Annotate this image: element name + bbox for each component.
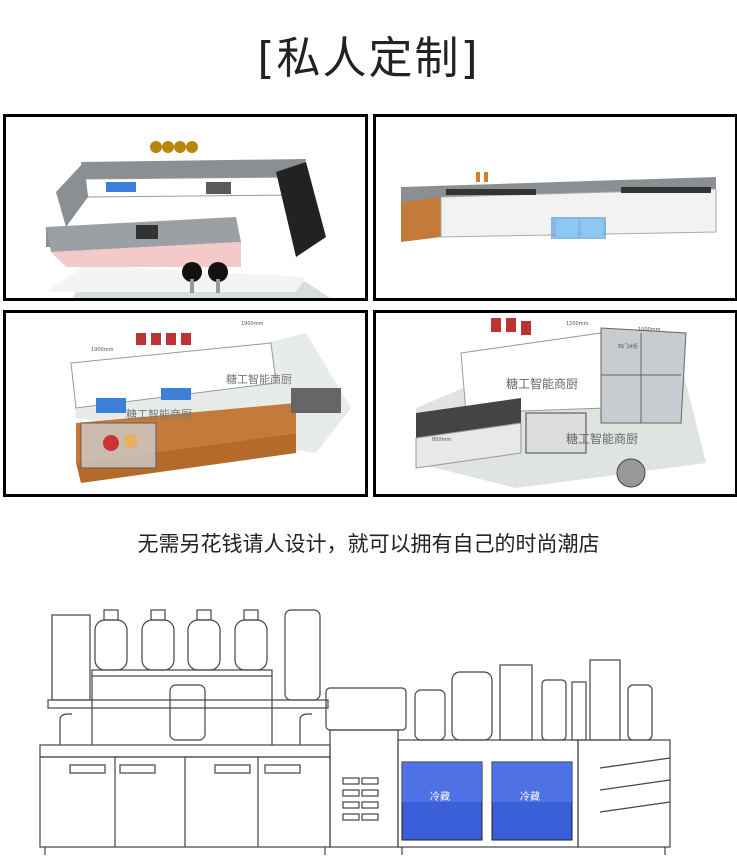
- fridge-label: 冷藏: [520, 790, 540, 803]
- design-panel-3: 糖工智能商厨 糖工智能商厨 1900mm 1900mm: [3, 310, 368, 497]
- watermark-text: 糖工智能商厨: [126, 407, 192, 421]
- wood-counter-render: 糖工智能商厨 糖工智能商厨 1900mm 1900mm: [70, 321, 351, 483]
- counter-line-drawing: 冷藏 冷藏: [39, 609, 671, 855]
- dimension-label: 1200mm: [566, 321, 589, 327]
- design-panel-2: [373, 114, 737, 301]
- dimension-label: 1000mm: [638, 327, 661, 333]
- fridge-counter-render: 糖工智能商厨 糖工智能商厨 1200mm 1000mm 四门冰柜 800mm: [415, 318, 706, 488]
- subtitle: 无需另花钱请人设计，就可以拥有自己的时尚潮店: [137, 532, 600, 556]
- l-shape-shop-render: [46, 141, 330, 298]
- straight-counter-render: [401, 172, 717, 242]
- watermark-text: 糖工智能商厨: [506, 376, 578, 391]
- design-panel-1: [3, 114, 368, 301]
- dimension-label: 1900mm: [241, 321, 264, 327]
- fridge-label: 冷藏: [430, 790, 450, 803]
- design-panel-4: 糖工智能商厨 糖工智能商厨 1200mm 1000mm 四门冰柜 800mm: [373, 310, 737, 497]
- fridge-name-label: 四门冰柜: [618, 343, 638, 350]
- page-title: [私人定制]: [257, 33, 480, 84]
- dimension-label: 1900mm: [91, 347, 114, 353]
- watermark-text: 糖工智能商厨: [566, 431, 638, 446]
- dimension-label: 800mm: [432, 437, 451, 443]
- watermark-text: 糖工智能商厨: [226, 372, 292, 386]
